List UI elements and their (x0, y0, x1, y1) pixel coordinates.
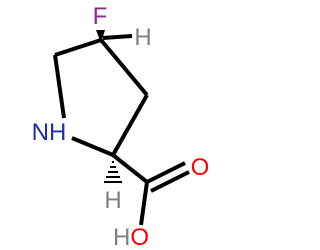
bonds (53, 34, 190, 226)
molecule-structure: F H NH H O HO (32, 3, 210, 250)
atom-hydroxyl: HO (113, 224, 149, 250)
bond-c4-c5 (54, 38, 102, 57)
bond-c7-o-double-a (146, 161, 186, 184)
wedge-bond-c4-f (96, 30, 105, 43)
atom-oxygen-carbonyl: O (191, 154, 210, 181)
bond-n1-c2 (71, 136, 114, 157)
bond-c4-h (102, 34, 133, 40)
hashed-bond-c2-h (104, 161, 122, 183)
atom-hydrogen-c2: H (104, 187, 121, 214)
bond-c7-o-double-b (150, 170, 190, 193)
atom-fluorine: F (93, 3, 108, 30)
bond-c5-n1 (53, 54, 66, 119)
bond-c2-c7 (111, 153, 149, 184)
atom-nitrogen-nh: NH (32, 119, 67, 146)
bond-c3-c4 (99, 38, 149, 97)
bond-c2-c3 (111, 94, 149, 156)
hydroxyl-o-glyph: O (130, 224, 149, 250)
atom-hydrogen-c4: H (134, 24, 151, 51)
bond-c7-oh (139, 181, 149, 226)
hydroxyl-h-glyph: H (113, 224, 130, 250)
